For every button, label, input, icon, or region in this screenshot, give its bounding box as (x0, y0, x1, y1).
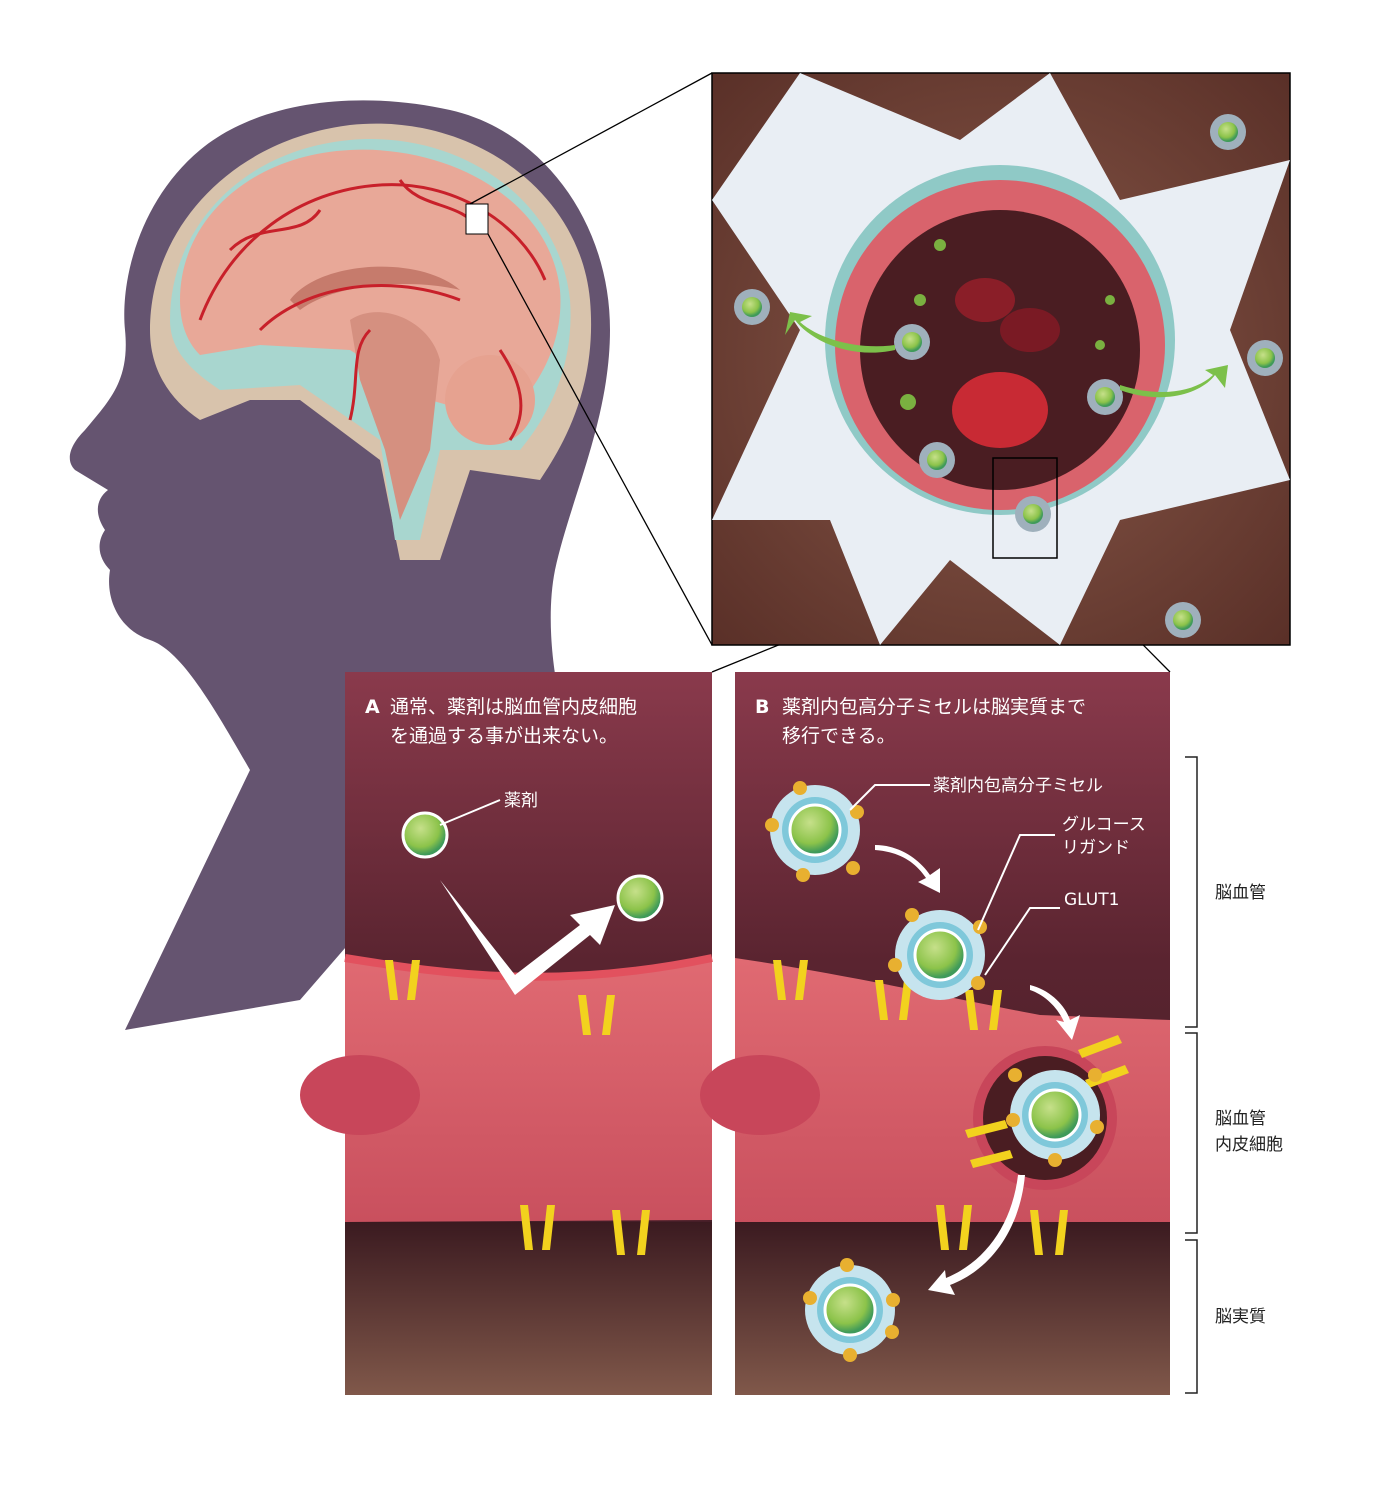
exit-arrow-left-icon (785, 312, 895, 353)
panel-b: B 薬剤内包高分子ミセルは脳実質まで 移行できる。 薬剤内包高分子ミセル グルコ… (700, 672, 1170, 1395)
region-label-parenchyma: 脳実質 (1215, 1307, 1266, 1327)
glut1-label: GLUT1 (1064, 890, 1119, 910)
micelle-label: 薬剤内包高分子ミセル (933, 776, 1103, 796)
exit-arrow-right-icon (1120, 365, 1228, 398)
region-label-endothelium-line2: 内皮細胞 (1215, 1135, 1283, 1155)
glut1-transporters (385, 960, 650, 1255)
panel-a-letter: A (365, 696, 380, 718)
panel-a-title-line1: 通常、薬剤は脳血管内皮細胞 (390, 696, 637, 718)
panel-a-title-line2: を通過する事が出来ない。 (390, 725, 618, 747)
drug-particle (616, 874, 664, 922)
panel-b-title-line2: 移行できる。 (782, 725, 896, 747)
ligand-label-line2: リガンド (1062, 838, 1130, 858)
region-label-endothelium-line1: 脳血管 (1215, 1109, 1266, 1129)
transport-arrows (875, 845, 1080, 1295)
vessel-cross-section-inset (711, 72, 1291, 646)
drug-label: 薬剤 (504, 791, 538, 811)
polymeric-micelles (765, 781, 1104, 1362)
region-brackets (1185, 756, 1198, 1394)
zoom-region-marker (465, 203, 489, 235)
blocked-arrow-icon (440, 880, 615, 995)
detail-region-marker (992, 457, 1058, 559)
panel-b-title-line1: 薬剤内包高分子ミセルは脳実質まで (782, 696, 1086, 718)
micelle-particles (734, 114, 1283, 638)
ligand-label-line1: グルコース (1062, 815, 1146, 835)
region-label-vessel: 脳血管 (1215, 883, 1266, 903)
panel-a: A 通常、薬剤は脳血管内皮細胞 を通過する事が出来ない。 薬剤 (300, 672, 713, 1395)
drug-particle (401, 811, 449, 859)
panel-b-letter: B (755, 696, 769, 718)
glut1-transporters (773, 960, 1129, 1255)
